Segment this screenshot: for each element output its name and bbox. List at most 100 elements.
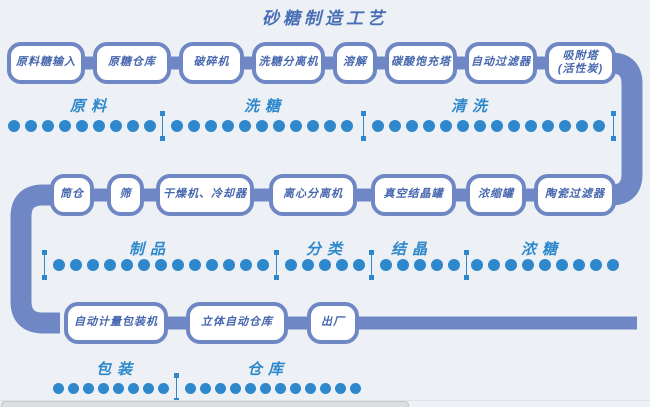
dot (353, 259, 365, 271)
pipe-left-u-turn (10, 184, 60, 334)
dot (290, 120, 302, 132)
stage-label: 清洗 (450, 98, 494, 115)
dot (448, 259, 460, 271)
stage-label: 制品 (128, 241, 172, 258)
dot (307, 120, 319, 132)
process-node: 出厂 (307, 302, 359, 344)
dot (171, 120, 183, 132)
dot (59, 120, 71, 132)
dot (389, 120, 401, 132)
process-node: 溶解 (333, 42, 377, 84)
stage-divider (274, 250, 279, 280)
dotted-line-segment (171, 120, 353, 132)
dotted-line-segment (53, 259, 269, 271)
stage-divider (174, 373, 179, 403)
dot (205, 120, 217, 132)
dot (285, 259, 297, 271)
stage-label: 浓糖 (520, 241, 564, 258)
dot (380, 259, 392, 271)
dot (25, 120, 37, 132)
dot (93, 120, 105, 132)
dot (275, 382, 286, 394)
process-node: 离心分离机 (269, 174, 357, 216)
dot (53, 259, 65, 271)
stage-divider (42, 250, 47, 280)
dotted-line-segment (285, 259, 365, 271)
dot (273, 120, 285, 132)
dot (406, 120, 418, 132)
process-node: 筛 (107, 174, 144, 216)
dot (239, 120, 251, 132)
dot (206, 259, 218, 271)
dot (256, 120, 268, 132)
dot (185, 382, 196, 394)
dot (215, 382, 226, 394)
dot (539, 259, 551, 271)
dot (542, 120, 554, 132)
dot (138, 259, 150, 271)
horizontal-scrollbar-thumb[interactable] (1, 401, 409, 407)
dot (76, 120, 88, 132)
dot (68, 382, 79, 394)
dot (576, 120, 588, 132)
dot (440, 120, 452, 132)
stage-divider (369, 250, 374, 280)
dotted-line-segment (185, 382, 361, 394)
dot (350, 382, 361, 394)
stage-label: 结晶 (390, 241, 434, 258)
dot (372, 120, 384, 132)
dot (590, 259, 602, 271)
dot (335, 382, 346, 394)
process-node: 吸附塔 (活性炭) (545, 42, 616, 84)
dot (508, 120, 520, 132)
dot (474, 120, 486, 132)
stage-divider (160, 111, 165, 141)
dot (324, 120, 336, 132)
dot (556, 259, 568, 271)
stage-label: 仓库 (246, 361, 290, 378)
dot (488, 259, 500, 271)
dot (70, 259, 82, 271)
dotted-line-segment (8, 120, 156, 132)
process-node: 干燥机、冷却器 (156, 174, 254, 216)
dot (87, 259, 99, 271)
stage-label: 原料 (69, 98, 113, 115)
dot (189, 259, 201, 271)
process-node: 原料糖输入 (7, 42, 85, 84)
dot (158, 382, 169, 394)
dot (305, 382, 316, 394)
process-node: 筒仓 (50, 174, 94, 216)
dot (245, 382, 256, 394)
dot (127, 120, 139, 132)
dot (223, 259, 235, 271)
dot (336, 259, 348, 271)
stage-divider (464, 250, 469, 280)
process-node: 真空结晶罐 (371, 174, 456, 216)
dot (302, 259, 314, 271)
dotted-line-segment (372, 120, 605, 132)
stage-divider (361, 111, 366, 141)
stage-label: 分类 (305, 241, 349, 258)
process-node: 洗糖分离机 (252, 42, 325, 84)
dot (188, 120, 200, 132)
dot (98, 382, 109, 394)
dot (240, 259, 252, 271)
process-node: 浓缩罐 (466, 174, 526, 216)
process-node: 立体自动仓库 (186, 302, 288, 344)
process-node: 自动计量包装机 (64, 302, 168, 344)
dot (113, 382, 124, 394)
process-node: 破碎机 (179, 42, 244, 84)
process-node: 陶瓷过滤器 (534, 174, 616, 216)
viewport-bottom-divider (0, 400, 650, 401)
dot (491, 120, 503, 132)
dot (110, 120, 122, 132)
dot (121, 259, 133, 271)
dot (257, 259, 269, 271)
dotted-line-segment (380, 259, 460, 271)
process-node: 自动过滤器 (465, 42, 537, 84)
diagram-title: 砂糖制造工艺 (262, 9, 388, 28)
dot (522, 259, 534, 271)
dot (505, 259, 517, 271)
dot (83, 382, 94, 394)
